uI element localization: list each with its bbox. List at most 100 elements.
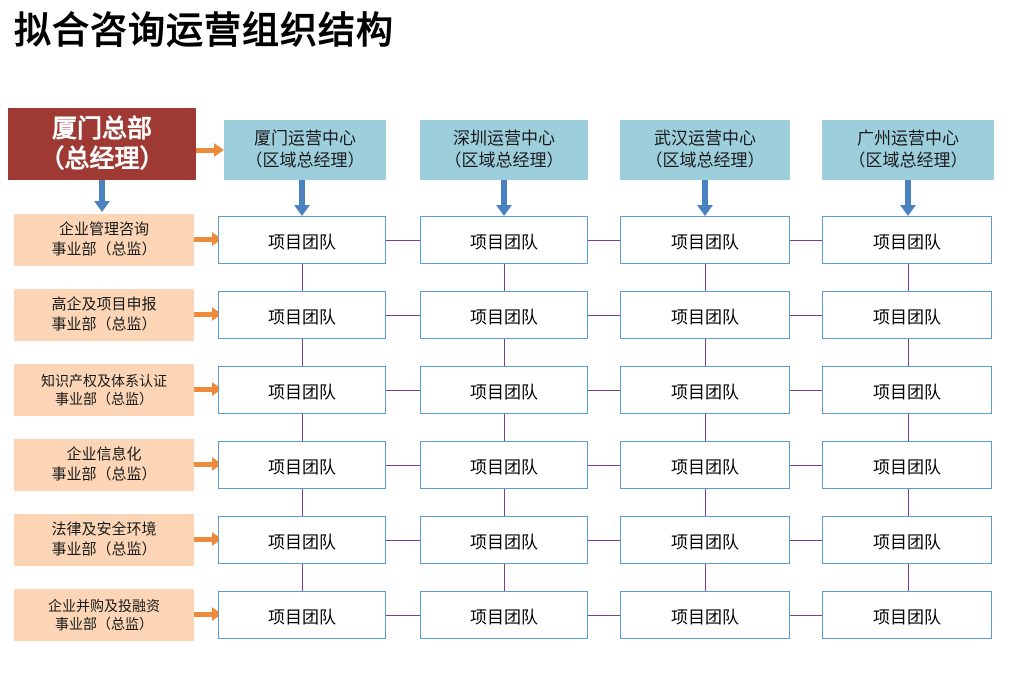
arrow-head	[900, 205, 916, 216]
arrow-shaft	[501, 180, 507, 205]
table-row[interactable]: 项目团队	[420, 441, 588, 489]
table-row[interactable]: 项目团队	[822, 591, 992, 639]
table-row[interactable]: 项目团队	[420, 516, 588, 564]
team-label: 项目团队	[873, 232, 941, 252]
region-name: 广州运营中心	[857, 128, 959, 148]
table-row[interactable]: 项目团队	[218, 216, 386, 264]
team-label: 项目团队	[671, 607, 739, 627]
team-label: 项目团队	[470, 532, 538, 552]
headquarters-role: （总经理）	[39, 145, 165, 173]
table-row[interactable]: 项目团队	[822, 291, 992, 339]
page-title: 拟合咨询运营组织结构	[14, 10, 394, 51]
table-row[interactable]: 项目团队	[822, 366, 992, 414]
arrow-shaft	[196, 147, 216, 153]
department-box-2[interactable]: 高企及项目申报 事业部（总监）	[14, 289, 194, 341]
table-row[interactable]: 项目团队	[218, 366, 386, 414]
connector-vertical	[504, 264, 506, 291]
arrow-shaft	[194, 311, 214, 317]
connector-horizontal	[790, 540, 822, 542]
connector-vertical	[302, 564, 304, 591]
department-name: 高企及项目申报	[51, 296, 157, 314]
team-label: 项目团队	[873, 532, 941, 552]
connector-vertical	[302, 339, 304, 366]
table-row[interactable]: 项目团队	[620, 366, 790, 414]
connector-horizontal	[790, 390, 822, 392]
department-box-6[interactable]: 企业并购及投融资 事业部（总监）	[14, 589, 194, 641]
table-row[interactable]: 项目团队	[620, 441, 790, 489]
department-role: 事业部（总监）	[51, 541, 157, 558]
table-row[interactable]: 项目团队	[620, 516, 790, 564]
table-row[interactable]: 项目团队	[620, 216, 790, 264]
connector-vertical	[908, 414, 910, 441]
team-label: 项目团队	[470, 232, 538, 252]
connector-horizontal	[790, 615, 822, 617]
region-role: （区域总经理）	[645, 151, 765, 170]
connector-vertical	[705, 264, 707, 291]
arrow-department-5-to-team	[194, 532, 222, 546]
arrow-head	[496, 205, 512, 216]
team-label: 项目团队	[470, 607, 538, 627]
arrow-shaft	[702, 180, 708, 205]
region-name: 厦门运营中心	[254, 128, 356, 148]
arrow-shaft	[194, 461, 214, 467]
table-row[interactable]: 项目团队	[420, 216, 588, 264]
table-row[interactable]: 项目团队	[420, 291, 588, 339]
department-box-1[interactable]: 企业管理咨询 事业部（总监）	[14, 214, 194, 266]
connector-vertical	[705, 339, 707, 366]
table-row[interactable]: 项目团队	[822, 216, 992, 264]
team-label: 项目团队	[268, 307, 336, 327]
department-box-3[interactable]: 知识产权及体系认证 事业部（总监）	[14, 364, 194, 416]
region-header-xiamen[interactable]: 厦门运营中心 （区域总经理）	[224, 120, 386, 180]
region-header-shenzhen[interactable]: 深圳运营中心 （区域总经理）	[420, 120, 588, 180]
team-label: 项目团队	[671, 232, 739, 252]
connector-vertical	[705, 564, 707, 591]
table-row[interactable]: 项目团队	[218, 441, 386, 489]
table-row[interactable]: 项目团队	[218, 291, 386, 339]
arrow-department-2-to-team	[194, 307, 222, 321]
team-label: 项目团队	[470, 457, 538, 477]
department-name: 法律及安全环境	[51, 521, 157, 539]
connector-vertical	[705, 489, 707, 516]
team-label: 项目团队	[671, 457, 739, 477]
department-role: 事业部（总监）	[55, 391, 153, 407]
connector-horizontal	[588, 240, 620, 242]
table-row[interactable]: 项目团队	[620, 291, 790, 339]
headquarters-box[interactable]: 厦门总部 （总经理）	[8, 108, 196, 180]
arrow-head	[212, 457, 222, 471]
department-name: 企业并购及投融资	[48, 597, 160, 614]
table-row[interactable]: 项目团队	[420, 591, 588, 639]
department-box-4[interactable]: 企业信息化 事业部（总监）	[14, 439, 194, 491]
connector-vertical	[705, 414, 707, 441]
arrow-shaft	[194, 386, 214, 392]
arrow-region-xiamen-to-team	[294, 180, 310, 216]
department-name: 知识产权及体系认证	[41, 372, 167, 389]
arrow-hq-to-region	[196, 143, 224, 157]
connector-horizontal	[588, 540, 620, 542]
arrow-hq-to-departments	[94, 180, 110, 212]
table-row[interactable]: 项目团队	[218, 591, 386, 639]
connector-horizontal	[386, 465, 420, 467]
team-label: 项目团队	[268, 457, 336, 477]
arrow-head	[94, 201, 110, 212]
connector-horizontal	[588, 390, 620, 392]
team-label: 项目团队	[671, 532, 739, 552]
connector-horizontal	[386, 390, 420, 392]
connector-vertical	[504, 564, 506, 591]
arrow-region-guangzhou-to-team	[900, 180, 916, 216]
connector-vertical	[302, 264, 304, 291]
connector-vertical	[908, 339, 910, 366]
table-row[interactable]: 项目团队	[822, 516, 992, 564]
department-box-5[interactable]: 法律及安全环境 事业部（总监）	[14, 514, 194, 566]
arrow-shaft	[99, 180, 105, 202]
region-name: 深圳运营中心	[453, 128, 555, 148]
region-header-wuhan[interactable]: 武汉运营中心 （区域总经理）	[620, 120, 790, 180]
arrow-region-wuhan-to-team	[697, 180, 713, 216]
arrow-shaft	[299, 180, 305, 205]
table-row[interactable]: 项目团队	[420, 366, 588, 414]
table-row[interactable]: 项目团队	[822, 441, 992, 489]
table-row[interactable]: 项目团队	[620, 591, 790, 639]
arrow-head	[697, 205, 713, 216]
table-row[interactable]: 项目团队	[218, 516, 386, 564]
region-header-guangzhou[interactable]: 广州运营中心 （区域总经理）	[822, 120, 994, 180]
